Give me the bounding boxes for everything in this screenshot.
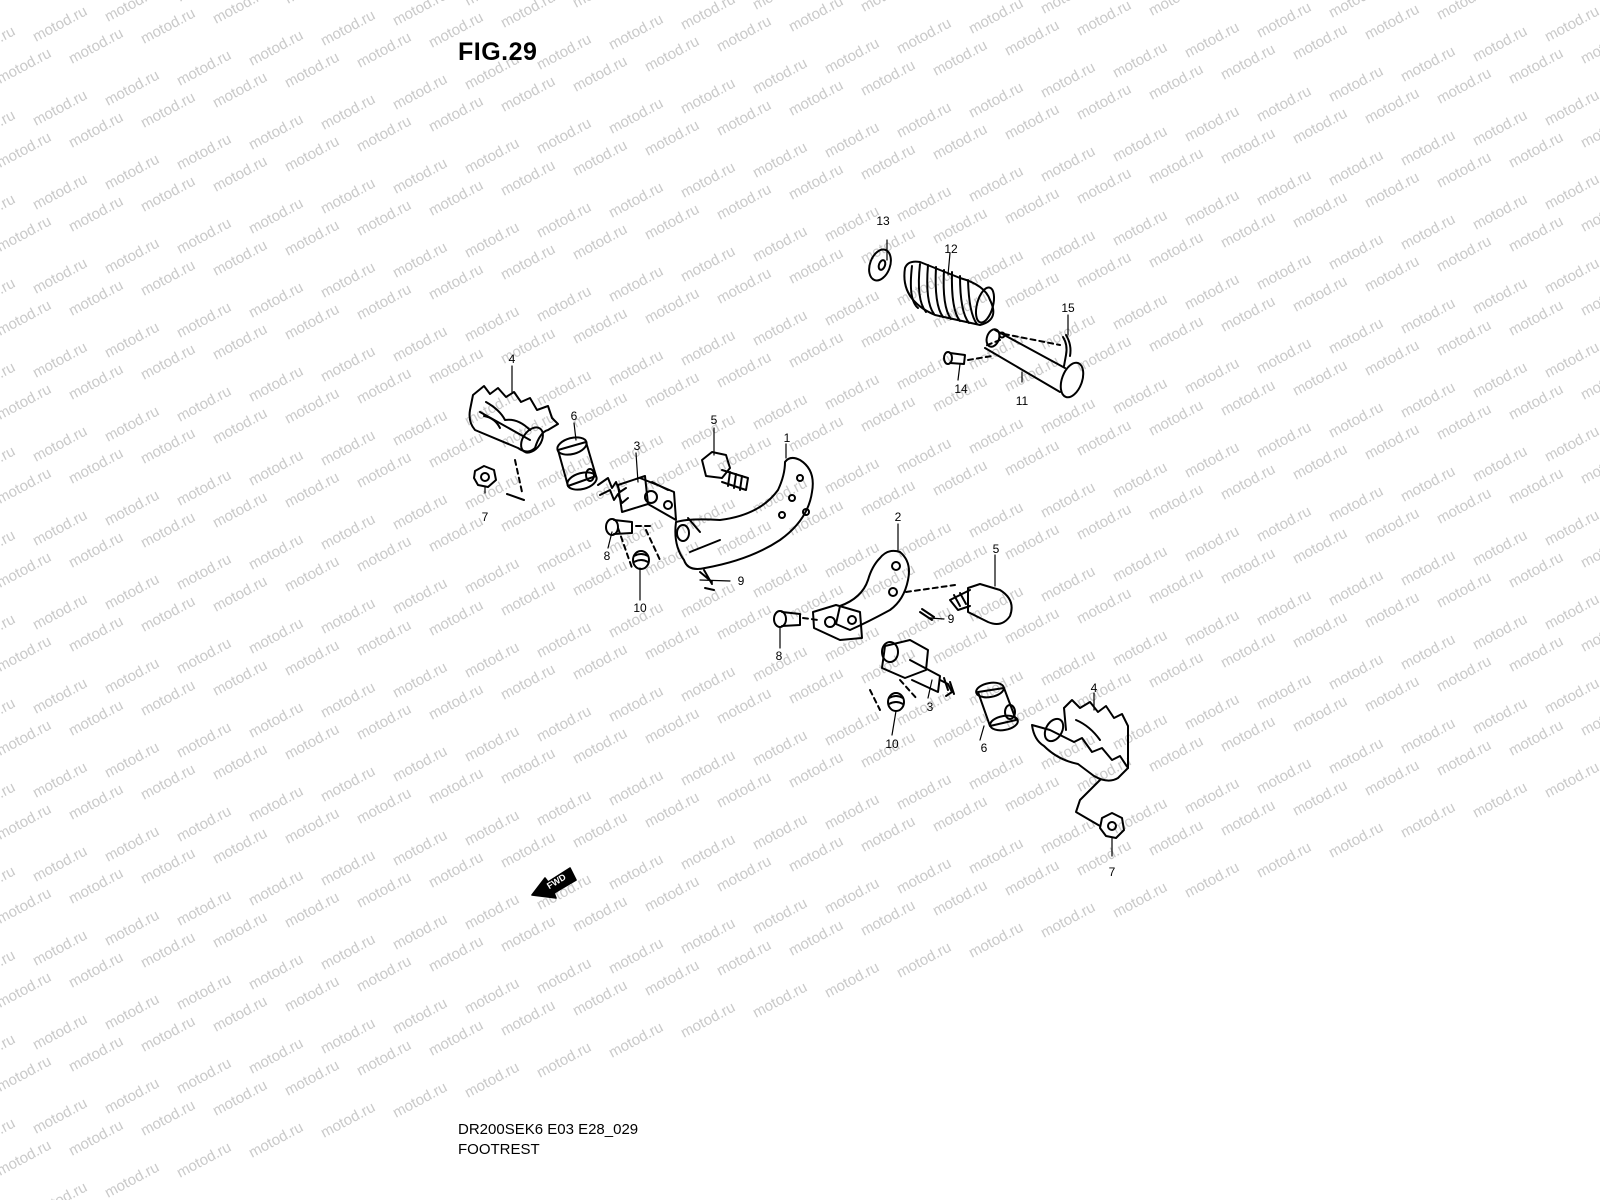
bolt-part-5-right (949, 583, 1013, 625)
callout-4-right: 4 (1091, 681, 1098, 695)
callout-11: 11 (1016, 394, 1029, 408)
callout-5-left: 5 (711, 413, 718, 427)
cotter-pin-part-9-right (919, 608, 935, 621)
section-name: FOOTREST (458, 1141, 540, 1158)
nut-part-7-left (473, 465, 497, 488)
rubber-footrest-part-12 (903, 260, 996, 326)
callout-5-right: 5 (993, 542, 1000, 556)
bracket-bolt-part-3-left (597, 475, 677, 521)
figure-title: FIG.29 (458, 38, 538, 66)
callout-12: 12 (944, 242, 958, 256)
callout-10-left: 10 (633, 601, 647, 615)
clevis-pin-part-14 (943, 351, 993, 365)
callout-9-right: 9 (948, 612, 955, 626)
footrest-part-4-right (1031, 699, 1129, 827)
callout-4-left: 4 (509, 352, 516, 366)
collar-part-6-right (975, 681, 1019, 732)
callout-3-left: 3 (634, 439, 641, 453)
callout-labels: 13 12 15 11 14 4 6 3 5 1 7 8 10 9 2 5 9 … (482, 214, 1116, 891)
callout-13: 13 (876, 214, 890, 228)
watermark-text: motod.ru (0, 1199, 18, 1200)
bracket-bolt-part-3-right (881, 639, 955, 697)
callout-1: 1 (784, 431, 791, 445)
model-code: DR200SEK6 E03 E28_029 (458, 1121, 639, 1138)
pin-part-8-left (605, 518, 653, 536)
spring-part-10-left (617, 527, 661, 570)
spring-part-10-right (869, 679, 919, 712)
callout-14: 14 (954, 382, 968, 396)
callout-6-right: 6 (981, 741, 988, 755)
callout-7-left: 7 (482, 510, 489, 524)
footrest-shaft-part-11 (984, 328, 1085, 399)
callout-15: 15 (1061, 301, 1075, 315)
callout-6-left: 6 (571, 409, 578, 423)
pin-part-8-right (773, 610, 819, 628)
leader-lines (484, 239, 1113, 857)
bracket-part-1 (674, 456, 814, 570)
callout-8-right: 8 (776, 649, 783, 663)
callout-9-left: 9 (738, 574, 745, 588)
callout-2: 2 (895, 510, 902, 524)
collar-part-6-left (556, 436, 598, 491)
fwd-direction-arrow (531, 867, 577, 899)
footrest-part-4-left (468, 385, 559, 501)
bracket-part-2 (812, 549, 956, 641)
nut-part-7-right (1099, 812, 1125, 839)
callout-7-right: 7 (1109, 865, 1116, 879)
cotter-pin-part-15 (1003, 333, 1072, 367)
bolt-part-5-left (701, 451, 749, 491)
callout-3-right: 3 (927, 700, 934, 714)
washer-part-13 (868, 248, 892, 282)
callout-8-left: 8 (604, 549, 611, 563)
callout-10-right: 10 (885, 737, 899, 751)
